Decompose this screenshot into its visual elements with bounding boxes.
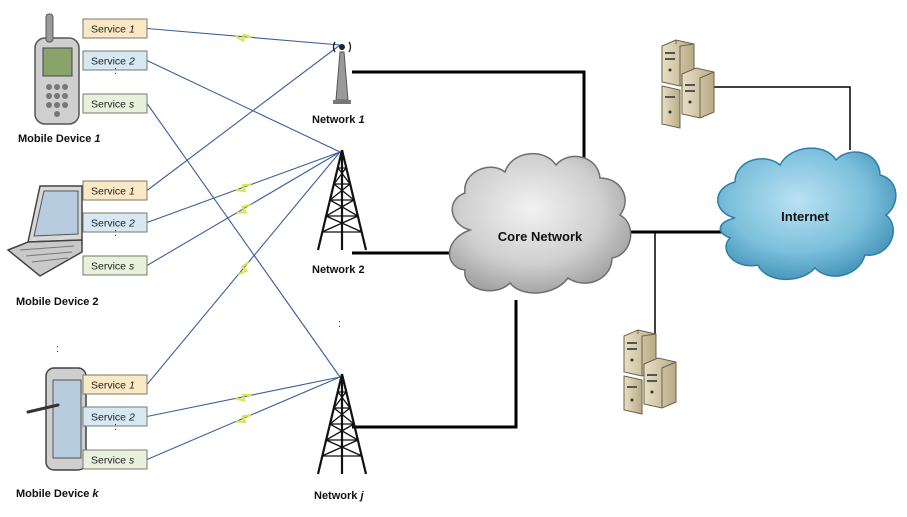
wireless-bolt-icon	[234, 33, 252, 42]
service-label: Service 2	[91, 218, 135, 230]
service-label: Service 1	[91, 24, 135, 36]
service-label: Service 1	[91, 186, 135, 198]
service-box: Service s	[82, 93, 148, 114]
service-label: Service 2	[91, 412, 135, 424]
service-box: Service 2	[82, 406, 148, 427]
laptop-icon	[6, 185, 83, 277]
services-ellipsis: :	[114, 421, 117, 433]
internet-label: Internet	[781, 209, 829, 224]
server-cluster-bottom	[623, 329, 677, 415]
network-1-label: Network 1	[312, 114, 365, 126]
core-network-label: Core Network	[498, 229, 583, 244]
service-boxes: Service 1 Service 2 Service s: Service 1 Ser…	[82, 18, 148, 470]
wireless-bolt-icon	[236, 414, 252, 424]
backbone-network1-core	[352, 70, 586, 175]
network-2-label: Network 2	[312, 264, 365, 276]
network-1-antenna	[332, 41, 352, 104]
service-box: Service 1	[82, 374, 148, 395]
link-line	[146, 60, 341, 153]
wireless-links	[146, 27, 341, 461]
devices-ellipsis: :	[56, 343, 59, 355]
backbone-networkj-core	[352, 300, 518, 429]
network-j-tower	[316, 373, 368, 475]
core-network-cloud: Core Network	[448, 152, 632, 294]
mobile-phone-icon	[34, 13, 80, 125]
services-ellipsis: :	[114, 227, 117, 239]
service-label: Service 2	[91, 56, 135, 68]
service-label: Service s	[91, 99, 135, 111]
wireless-bolt-icon	[237, 261, 250, 276]
network-j-label: Network j	[314, 490, 364, 502]
mobile-device-k-label: Mobile Device k	[16, 488, 99, 500]
service-box: Service s	[82, 255, 148, 276]
link-line	[146, 44, 341, 191]
mobile-device-2-label: Mobile Device 2	[16, 296, 99, 308]
services-ellipsis: :	[114, 65, 117, 77]
networks-ellipsis: :	[338, 318, 341, 330]
wireless-bolt-icon	[236, 203, 251, 214]
service-label: Service s	[91, 455, 135, 467]
wireless-bolt-icon	[235, 183, 252, 193]
service-box: Service 2	[82, 50, 148, 71]
service-box: Service s	[82, 449, 148, 470]
network-2-tower	[316, 149, 368, 251]
service-box: Service 2	[82, 212, 148, 233]
tablet-icon	[26, 367, 87, 471]
service-label: Service 1	[91, 380, 135, 392]
service-label: Service s	[91, 261, 135, 273]
wireless-bolt-icon	[235, 393, 252, 402]
mobile-device-1-label: Mobile Device 1	[18, 133, 101, 145]
service-box: Service 1	[82, 18, 148, 39]
server-top-line	[712, 86, 851, 150]
server-cluster-top	[661, 39, 715, 129]
backbone-lines	[352, 70, 722, 429]
service-box: Service 1	[82, 180, 148, 201]
link-line	[146, 103, 341, 378]
server-lines	[654, 86, 851, 338]
internet-cloud: Internet	[717, 147, 897, 281]
